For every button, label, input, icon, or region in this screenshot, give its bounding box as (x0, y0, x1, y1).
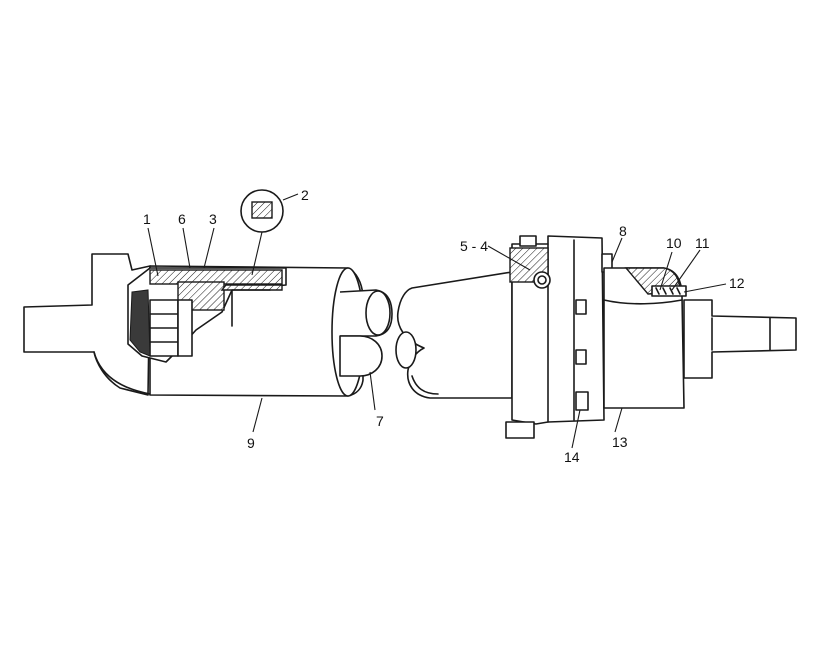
callout-12: 12 (729, 275, 745, 291)
callout-labels: 1 6 3 2 5 - 4 7 9 8 10 11 12 13 14 (143, 187, 745, 465)
callout-5-4: 5 - 4 (460, 238, 488, 254)
packing-rings (651, 285, 687, 297)
leader-lines (147, 193, 727, 449)
piston-rod-right (396, 271, 513, 399)
callout-9: 9 (247, 435, 255, 451)
callout-6: 6 (178, 211, 186, 227)
callout-7: 7 (376, 413, 384, 429)
callout-3: 3 (209, 211, 217, 227)
left-cylinder-assembly (23, 253, 393, 397)
callout-1: 1 (143, 211, 151, 227)
callout-14: 14 (564, 449, 580, 465)
rear-shaft (683, 299, 797, 379)
detail-circle (240, 189, 284, 276)
callout-11: 11 (695, 235, 710, 251)
callout-13: 13 (612, 434, 628, 450)
callout-10: 10 (666, 235, 682, 251)
callout-8: 8 (619, 223, 627, 239)
right-cylinder-assembly (395, 235, 797, 439)
callout-2: 2 (301, 187, 309, 203)
